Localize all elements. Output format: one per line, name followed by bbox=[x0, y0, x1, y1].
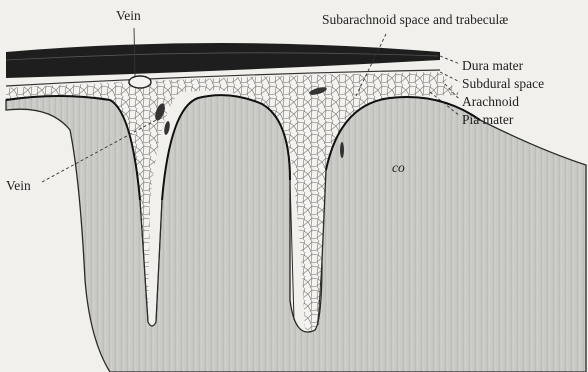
label-vein-top: Vein bbox=[116, 8, 141, 23]
label-pia-mater: Pia mater bbox=[462, 112, 514, 127]
label-subdural-space: Subdural space bbox=[462, 76, 544, 91]
label-cortex: co bbox=[392, 160, 405, 175]
vein-top bbox=[129, 76, 151, 88]
vein-small bbox=[340, 142, 344, 158]
label-subarachnoid: Subarachnoid space and trabeculæ bbox=[322, 12, 508, 27]
vein-left-2 bbox=[163, 121, 170, 136]
label-vein-left: Vein bbox=[6, 178, 31, 193]
label-dura-mater: Dura mater bbox=[462, 58, 524, 73]
dura-mater-layer bbox=[6, 43, 440, 78]
label-arachnoid: Arachnoid bbox=[462, 94, 519, 109]
